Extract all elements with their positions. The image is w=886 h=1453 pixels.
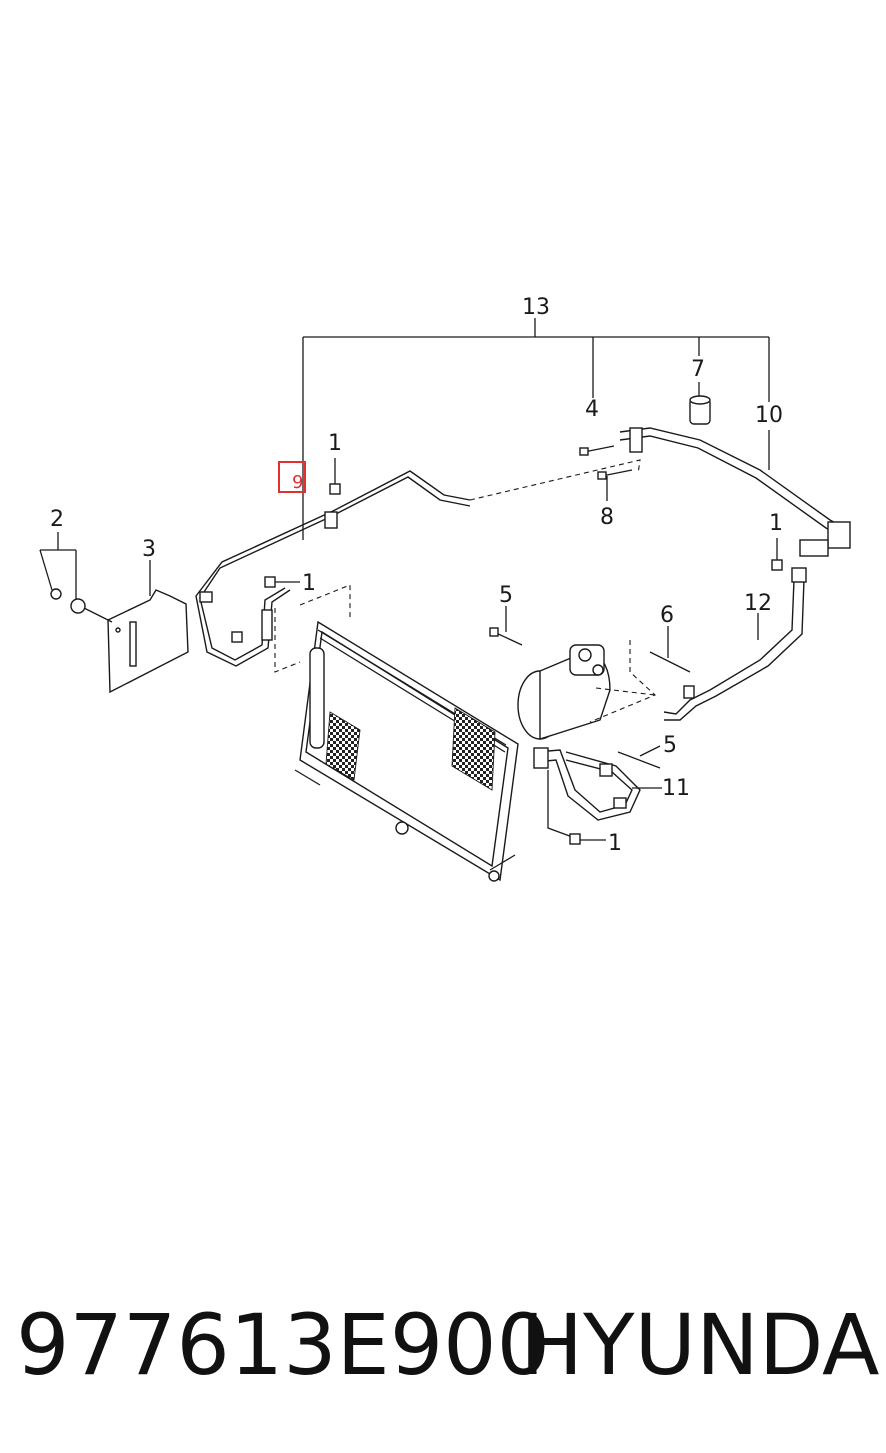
bracket-3 xyxy=(107,560,189,694)
tube-9 xyxy=(195,470,471,667)
callout-1-left[interactable]: 1 xyxy=(302,571,316,596)
callout-1-top[interactable]: 1 xyxy=(328,431,342,456)
tube-11 xyxy=(533,747,662,821)
compressor xyxy=(517,644,611,740)
pressure-switch-7 xyxy=(689,382,711,425)
part-number: 977613E900 xyxy=(16,1296,551,1394)
callout-5-upper[interactable]: 5 xyxy=(499,583,513,608)
bolt-5-lower xyxy=(617,745,661,769)
callout-11[interactable]: 11 xyxy=(662,776,690,801)
nut-1-left xyxy=(264,576,300,588)
callout-12[interactable]: 12 xyxy=(744,591,772,616)
callout-8[interactable]: 8 xyxy=(600,505,614,530)
callout-1-right[interactable]: 1 xyxy=(769,511,783,536)
tube-guide-dashed xyxy=(469,459,641,501)
callout-13[interactable]: 13 xyxy=(522,295,550,320)
callout-2[interactable]: 2 xyxy=(50,507,64,532)
callout-1-bottom[interactable]: 1 xyxy=(608,831,622,856)
callout-10[interactable]: 10 xyxy=(755,403,783,428)
callout-7[interactable]: 7 xyxy=(691,357,705,382)
condenser-assembly xyxy=(294,620,519,882)
condenser-guide-lines xyxy=(274,584,351,673)
callout-6[interactable]: 6 xyxy=(660,603,674,628)
fastener-2 xyxy=(39,532,113,623)
brand-name: HYUNDAI xyxy=(520,1296,886,1394)
nut-1-right xyxy=(771,538,783,571)
callout-5-lower[interactable]: 5 xyxy=(663,733,677,758)
tube-12 xyxy=(663,567,807,721)
condenser-fins xyxy=(325,707,496,791)
callout-4[interactable]: 4 xyxy=(585,397,599,422)
compressor-guide-lines xyxy=(589,640,657,723)
callout-13-bracket xyxy=(302,318,770,540)
callout-9[interactable]: 9 xyxy=(292,472,303,493)
tube-10 xyxy=(619,427,851,557)
bolt-5-upper xyxy=(489,606,523,646)
nut-1-bottom xyxy=(569,833,606,845)
bolt-4 xyxy=(579,445,615,456)
bolt-6 xyxy=(649,626,691,673)
callout-9-highlight xyxy=(278,461,306,493)
callout-3[interactable]: 3 xyxy=(142,537,156,562)
bolt-8 xyxy=(597,469,633,501)
nut-1-top xyxy=(329,458,341,495)
tube-11-lead xyxy=(547,770,576,839)
